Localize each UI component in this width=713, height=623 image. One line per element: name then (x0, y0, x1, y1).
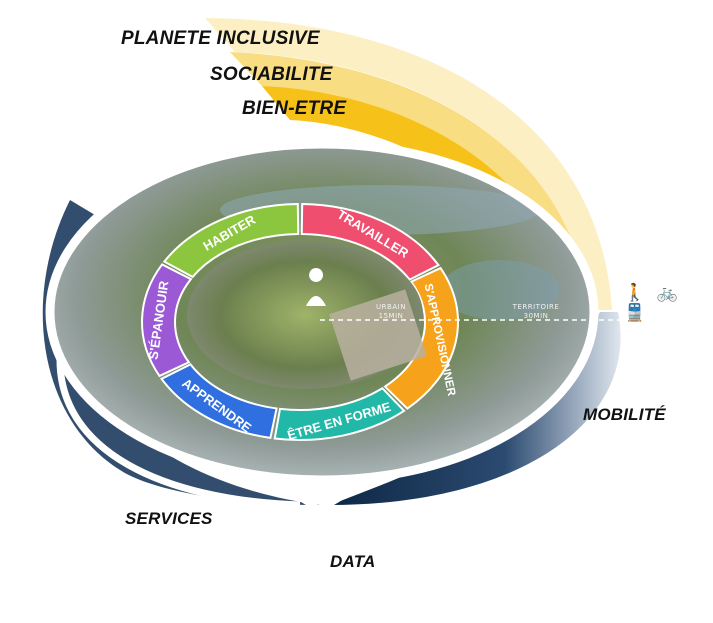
distance-arrow-icon (699, 313, 710, 327)
building-block (329, 289, 427, 381)
segment-2 (383, 266, 459, 410)
sociabilite-arc (230, 52, 588, 310)
label-services: SERVICES (125, 509, 213, 528)
person-marker-icon (306, 268, 326, 306)
urbain-line2: 15MIN (378, 312, 404, 320)
mobility-icons: 🚶 🚲 🚆 (624, 283, 681, 323)
label-data: DATA (330, 552, 376, 571)
river (220, 185, 540, 235)
data-arrowhead-icon (296, 587, 323, 617)
territoire-line2: 30MIN (523, 312, 549, 320)
segment-4 (160, 363, 278, 440)
urbain-label: URBAIN 15MIN (368, 303, 414, 321)
label-sociabilite: SOCIABILITE (210, 64, 333, 85)
data-arrow-icon (29, 259, 301, 606)
left-swoosh (42, 200, 321, 505)
label-bien-etre: BIEN-ETRE (242, 98, 347, 119)
territoire-line1: TERRITOIRE (512, 303, 560, 311)
outer-white-ring (45, 139, 599, 485)
label-mobilite: MOBILITÉ (583, 405, 666, 424)
services-arrow-icon (56, 359, 301, 509)
label-planete-inclusive: PLANETE INCLUSIVE (121, 28, 320, 49)
segment-3 (273, 386, 406, 441)
services-arrowhead-icon (288, 489, 318, 521)
segment-0 (162, 203, 300, 279)
return-arrowhead-icon (322, 489, 352, 521)
urbain-line1: URBAIN (376, 303, 406, 311)
segment-5 (141, 263, 193, 378)
territoire-label: TERRITOIRE 30MIN (508, 303, 564, 321)
segment-1 (300, 203, 440, 281)
river-bend (440, 260, 560, 320)
planete-inclusive-arc (205, 18, 612, 310)
